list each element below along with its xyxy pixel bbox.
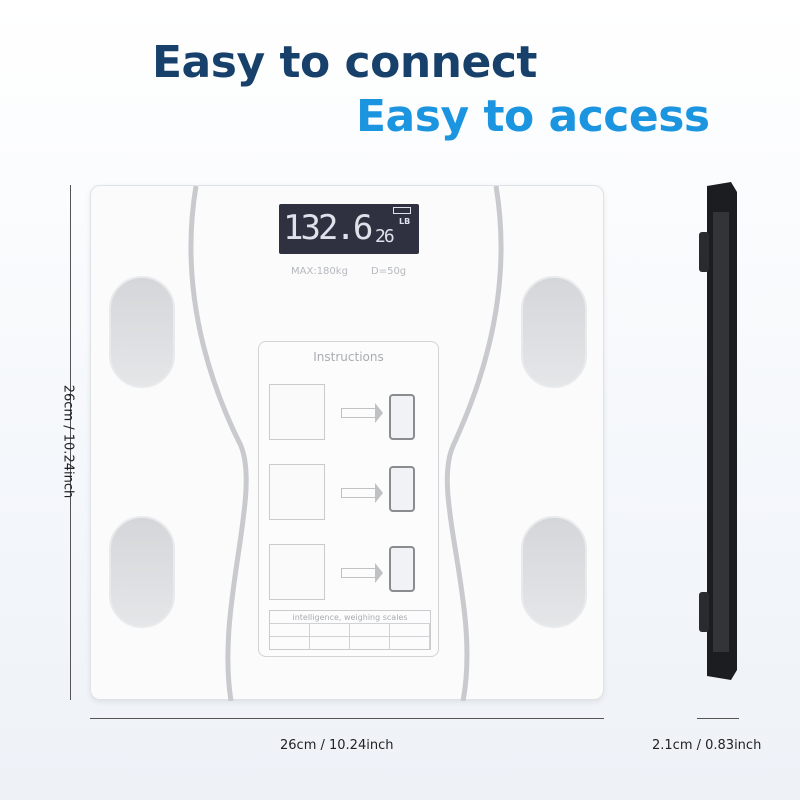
secondary-readout: 26 [375, 226, 395, 247]
footprints-icon [269, 464, 325, 520]
division: D=50g [371, 266, 407, 277]
arrow-icon [341, 563, 383, 583]
weight-readout: 132.6 [283, 208, 373, 248]
height-dimension-line [70, 185, 71, 700]
thickness-dimension-line [697, 718, 739, 719]
max-capacity: MAX:180kg [291, 266, 348, 277]
width-dimension-line [90, 718, 604, 719]
phone-icon [389, 466, 415, 512]
scale-icon [269, 384, 325, 440]
scale-top-view: 132.6 26 LB MAX:180kg D=50g Instructions… [90, 185, 604, 701]
electrode-pad [109, 276, 175, 388]
unit-label: LB [399, 217, 411, 226]
thickness-dimension: 2.1cm / 0.83inch [652, 738, 762, 753]
arrow-icon [341, 483, 383, 503]
spec-table: intelligence, weighing scales [269, 610, 431, 650]
width-dimension: 26cm / 10.24inch [280, 738, 394, 753]
instructions-panel: Instructions intelligence, weighing scal… [258, 341, 439, 657]
height-dimension: 26cm / 10.24inch [60, 384, 76, 499]
phone-icon [389, 394, 415, 440]
headline-line1: Easy to connect [152, 37, 537, 88]
battery-icon [393, 207, 411, 214]
scale-curves [188, 186, 504, 701]
spec-table-title: intelligence, weighing scales [270, 611, 430, 624]
lock-icon [269, 544, 325, 600]
scale-side-view [699, 182, 737, 680]
headline-line2: Easy to access [356, 91, 710, 142]
electrode-pad [521, 516, 587, 628]
arrow-icon [341, 403, 383, 423]
instructions-title: Instructions [313, 350, 384, 364]
phone-icon [389, 546, 415, 592]
electrode-pad [521, 276, 587, 388]
lcd-display: 132.6 26 LB [279, 204, 419, 254]
electrode-pad [109, 516, 175, 628]
